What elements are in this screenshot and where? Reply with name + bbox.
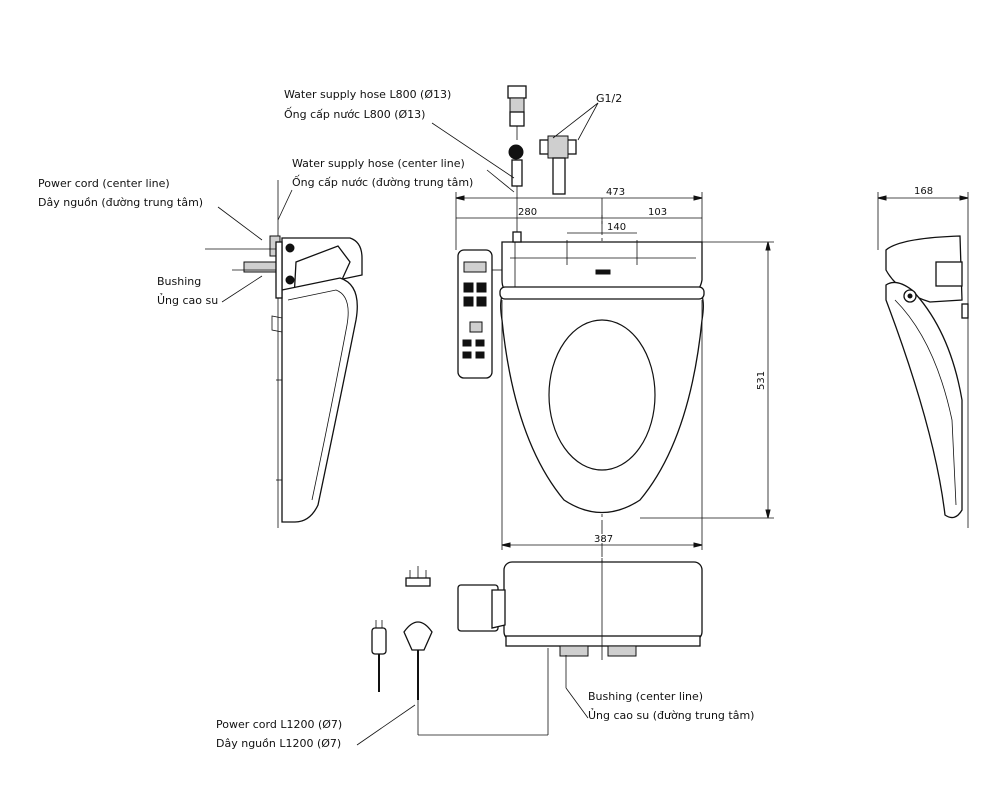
power-cord-length-label-vi: Dây nguồn L1200 (Ø7) <box>216 737 341 750</box>
bushing-center-label-en: Bushing (center line) <box>588 690 703 703</box>
water-fittings <box>431 85 599 243</box>
water-hose-label-en: Water supply hose L800 (Ø13) <box>284 88 451 101</box>
bushing-center-label-vi: Ủng cao su (đường trung tâm) <box>588 708 754 722</box>
power-cord-length-label-en: Power cord L1200 (Ø7) <box>216 718 342 731</box>
dim-inner: 140 <box>607 222 626 233</box>
front-view <box>417 558 703 736</box>
bushing-icon <box>405 566 431 587</box>
dim-right-offset: 103 <box>648 207 667 218</box>
left-leaders <box>217 189 293 303</box>
water-hose-center-label-en: Water supply hose (center line) <box>292 157 465 170</box>
labels: Water supply hose L800 (Ø13) Ống cấp nướ… <box>38 88 754 750</box>
dim-bottom-width: 387 <box>594 534 613 545</box>
bushing-label-vi: Ủng cao su <box>157 293 218 307</box>
water-hose-label-vi: Ống cấp nước L800 (Ø13) <box>284 107 425 121</box>
dim-side-depth: 168 <box>914 186 933 197</box>
dim-left-offset: 280 <box>518 207 537 218</box>
dim-depth: 531 <box>756 371 767 390</box>
water-hose-center-label-vi: Ống cấp nước (đường trung tâm) <box>292 175 473 189</box>
power-cord-center-label-en: Power cord (center line) <box>38 177 170 190</box>
plan-dimensions <box>455 192 774 550</box>
remote-buttons <box>462 261 487 359</box>
left-side-view <box>205 180 363 528</box>
thread-label: G1/2 <box>596 92 622 105</box>
bushing-label-en: Bushing <box>157 275 201 288</box>
power-plugs <box>356 620 433 746</box>
dimension-values: 473 280 103 140 531 387 168 <box>518 186 933 545</box>
power-cord-center-label-vi: Dây nguồn (đường trung tâm) <box>38 196 203 209</box>
plan-view <box>457 198 705 645</box>
dim-overall-width: 473 <box>606 187 625 198</box>
right-side-view <box>877 192 969 528</box>
